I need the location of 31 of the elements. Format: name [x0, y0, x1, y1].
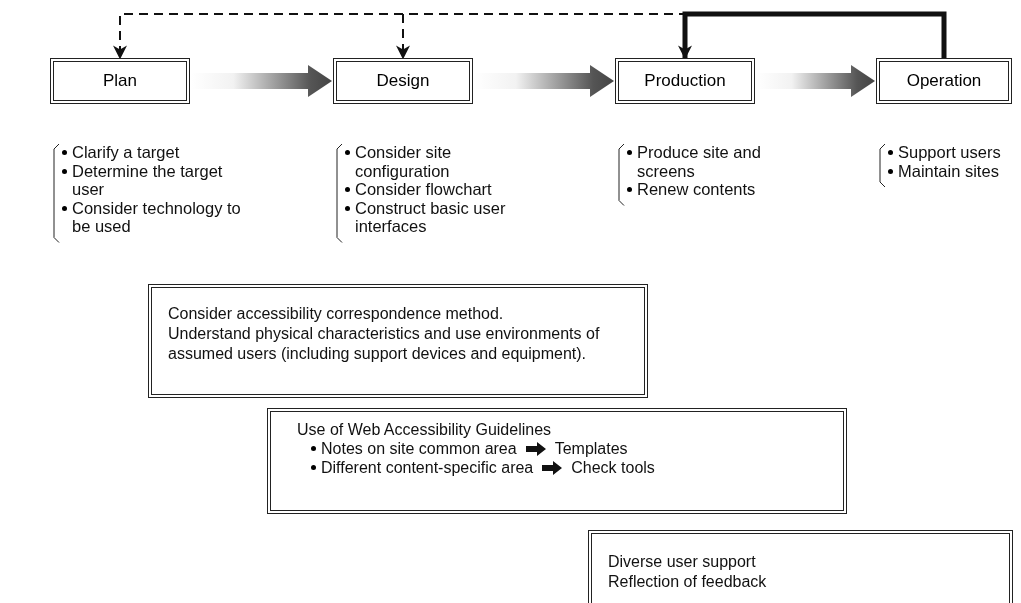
- list-item: Templates: [554, 439, 628, 458]
- list-item: Maintain sites: [898, 161, 999, 180]
- list-item: Consider flowchart: [355, 180, 492, 199]
- list-item: Construct basic user interfaces: [355, 198, 507, 236]
- thick-arrow: [678, 11, 947, 60]
- list-item: Support users: [898, 143, 1001, 162]
- list-item: Check tools: [571, 458, 655, 477]
- list-item: Renew contents: [637, 180, 756, 199]
- process-box: [333, 58, 473, 104]
- note-text: Understand physical characteristics and use environments of assumed users (including support devices and equipment).: [168, 324, 601, 364]
- box-heading: Use of Web Accessibility Guidelines: [297, 420, 553, 439]
- list-item: Determine the target user: [72, 161, 224, 199]
- note-text: Reflection of feedback: [608, 572, 768, 592]
- note-box: [267, 408, 847, 514]
- list-item: Different content-specific area: [321, 458, 534, 477]
- list-item: Clarify a target: [72, 143, 180, 162]
- list-item: Consider site configuration: [355, 143, 453, 180]
- list-item: Consider technology to be used: [72, 198, 242, 236]
- list-item: Produce site and screens: [637, 143, 762, 180]
- process-box: [615, 58, 755, 104]
- list-item: Notes on site common area: [321, 439, 517, 458]
- step-label: Production: [644, 70, 726, 93]
- process-box: [876, 58, 1012, 104]
- note-box: [148, 284, 648, 398]
- process-box: [50, 58, 190, 104]
- note-text: Consider accessibility correspondence method.: [168, 304, 505, 324]
- note-box: [588, 530, 1013, 603]
- note-text: Diverse user support: [608, 552, 757, 572]
- step-label: Design: [376, 70, 430, 93]
- step-label: Operation: [906, 70, 982, 93]
- step-label: Plan: [103, 70, 137, 93]
